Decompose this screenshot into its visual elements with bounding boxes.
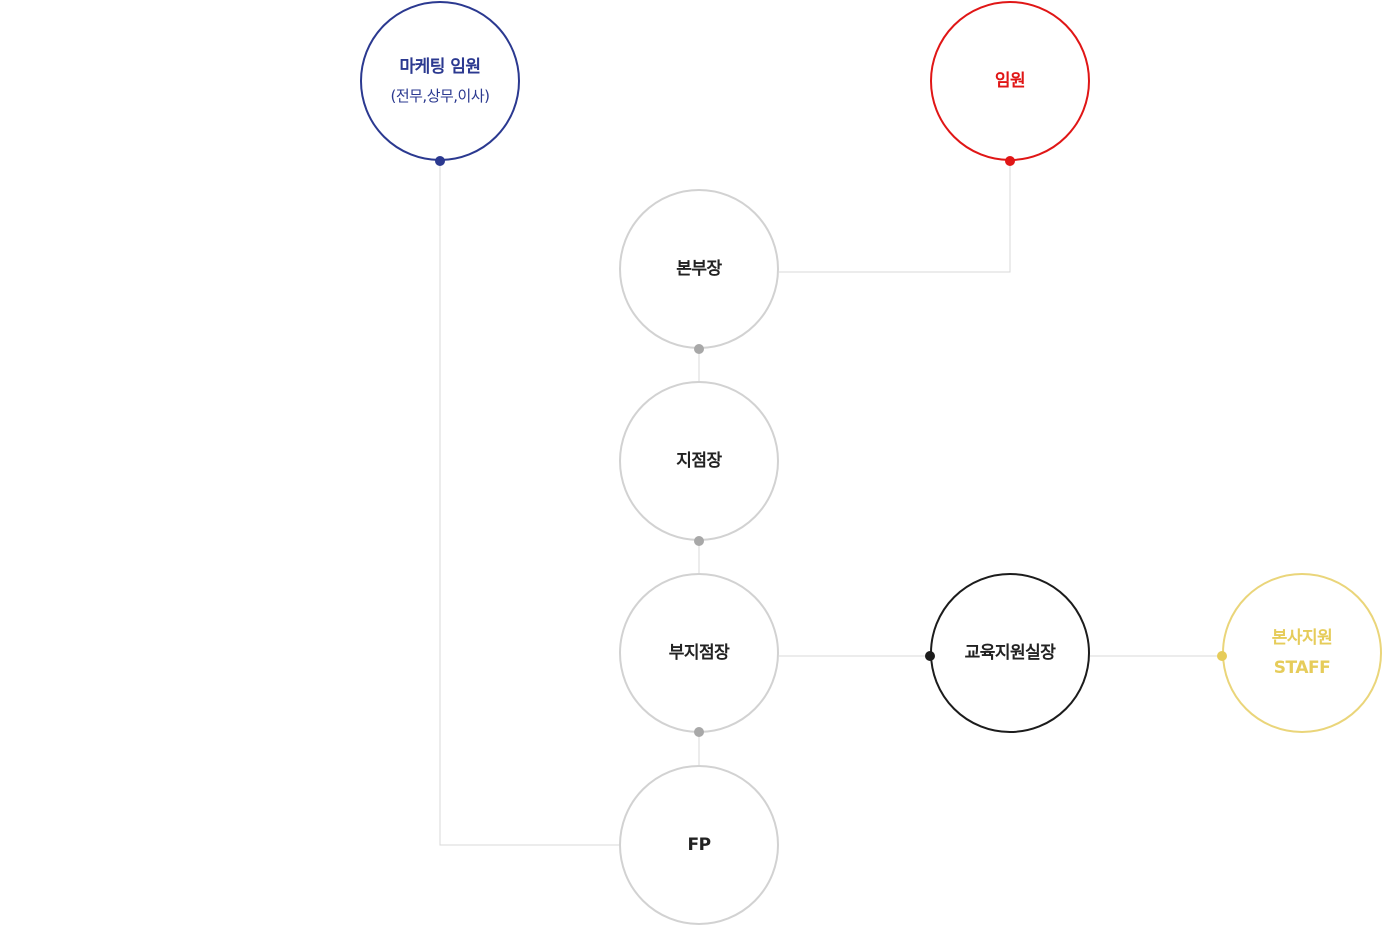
dot-hq-head-bottom [694, 344, 704, 354]
dot-education-left [925, 651, 935, 661]
dot-branch-bottom [694, 536, 704, 546]
dot-executive-bottom [1005, 156, 1015, 166]
node-branch-manager: 지점장 [619, 381, 779, 541]
node-hq-staff-sub: STAFF [1273, 658, 1331, 678]
node-deputy-branch-manager-label: 부지점장 [668, 643, 730, 663]
node-education-head: 교육지원실장 [930, 573, 1090, 733]
node-marketing-executive-sub: (전무,상무,이사) [390, 87, 490, 105]
node-hq-head-label: 본부장 [676, 259, 722, 279]
node-marketing-executive: 마케팅 임원 (전무,상무,이사) [360, 1, 520, 161]
dot-deputy-bottom [694, 727, 704, 737]
connector-marketing-to-fp [439, 161, 619, 846]
node-deputy-branch-manager: 부지점장 [619, 573, 779, 733]
node-executive-label: 임원 [994, 71, 1026, 91]
node-fp: FP [619, 765, 779, 925]
node-hq-head: 본부장 [619, 189, 779, 349]
node-hq-staff-label: 본사지원 [1271, 628, 1333, 648]
dot-staff-left [1217, 651, 1227, 661]
node-education-head-label: 교육지원실장 [964, 643, 1056, 663]
node-marketing-executive-label: 마케팅 임원 [399, 57, 481, 77]
dot-marketing-bottom [435, 156, 445, 166]
node-hq-staff: 본사지원 STAFF [1222, 573, 1382, 733]
node-fp-label: FP [687, 835, 711, 855]
connector-executive-to-hq-head [779, 161, 1011, 273]
node-executive: 임원 [930, 1, 1090, 161]
node-branch-manager-label: 지점장 [676, 451, 722, 471]
